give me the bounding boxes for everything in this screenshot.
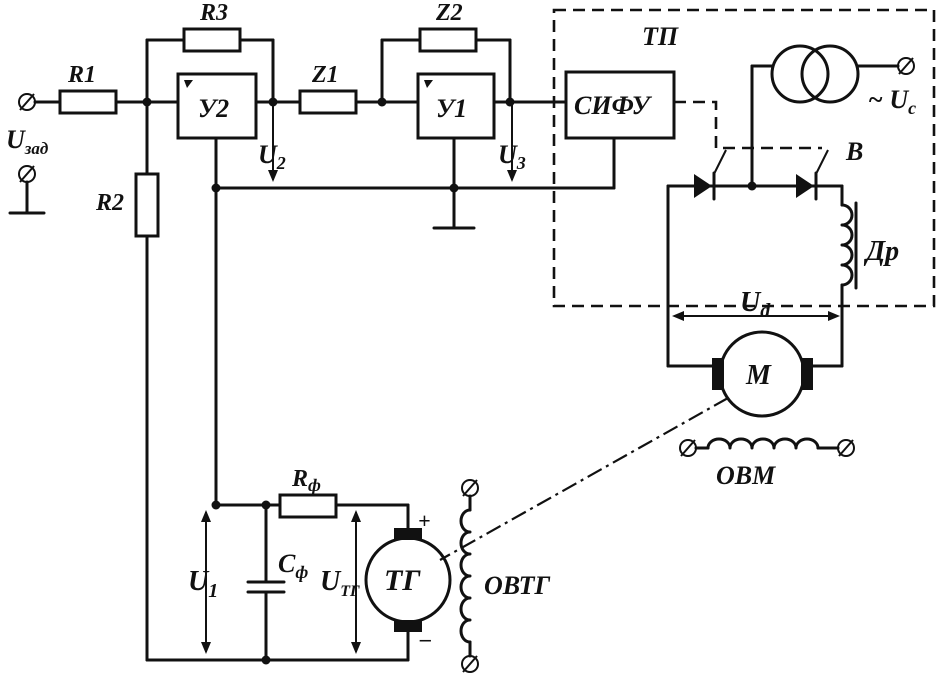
thyristor-left (694, 149, 727, 201)
r2-resistor (134, 172, 160, 238)
mechanical-coupling (439, 397, 729, 561)
u-d-label: Ud (740, 287, 771, 322)
tachogenerator-label: ТГ (384, 564, 421, 597)
plus-sign: + (418, 508, 431, 533)
ovm-terminal-left (679, 439, 697, 457)
ovtg-label: ОВТГ (484, 571, 551, 600)
dr-label: Др (863, 236, 899, 267)
tp-label: ТП (642, 22, 679, 51)
input-terminal-top (18, 93, 36, 111)
u2-label: U2 (258, 140, 286, 173)
amplifier-y1-label: У1 (436, 94, 467, 123)
amplifier-y2-triangle-icon (184, 80, 193, 88)
u-zad-label: Uзад (6, 125, 49, 158)
motor-label: М (745, 360, 772, 391)
amplifier-y1 (416, 72, 496, 140)
ovtg-terminal-top (461, 479, 479, 497)
input-terminal-bottom (8, 165, 46, 215)
ovm-terminal-right (837, 439, 855, 457)
ac-supply-terminal (897, 57, 915, 75)
ovtg-winding (459, 508, 472, 644)
r-f-resistor (278, 493, 338, 519)
u-c-label: ~ Uc (868, 85, 916, 118)
z2-label: Z2 (435, 0, 463, 26)
minus-sign: – (419, 626, 431, 651)
sifu-label: СИФУ (574, 91, 653, 120)
u3-label: U3 (498, 140, 526, 173)
r1-label: R1 (67, 62, 96, 88)
z2-impedance (418, 27, 478, 53)
amplifier-y2-label: У2 (198, 94, 229, 123)
choke-coil (840, 203, 854, 287)
u1-label: U1 (188, 566, 218, 602)
transformer (770, 44, 860, 104)
r3-label: R3 (199, 0, 228, 26)
thyristor-right (796, 149, 829, 201)
z1-impedance (298, 89, 358, 115)
b-label: В (845, 137, 863, 166)
u-tg-label: UТГ (320, 566, 360, 600)
r1-resistor (58, 89, 118, 115)
r2-label: R2 (95, 190, 124, 216)
thyristor-converter-box (552, 8, 936, 308)
ovm-winding (706, 437, 820, 450)
r-f-label: Rф (291, 466, 321, 495)
gate-control-line (674, 100, 822, 150)
r3-resistor (182, 27, 242, 53)
amplifier-y2 (176, 72, 258, 140)
c-f-label: Сф (278, 549, 308, 582)
sifu-block (564, 70, 676, 140)
ovm-label: ОВМ (716, 461, 776, 490)
ovtg-terminal-bottom (461, 655, 479, 673)
z1-label: Z1 (311, 62, 339, 88)
amplifier-y1-triangle-icon (424, 80, 433, 88)
